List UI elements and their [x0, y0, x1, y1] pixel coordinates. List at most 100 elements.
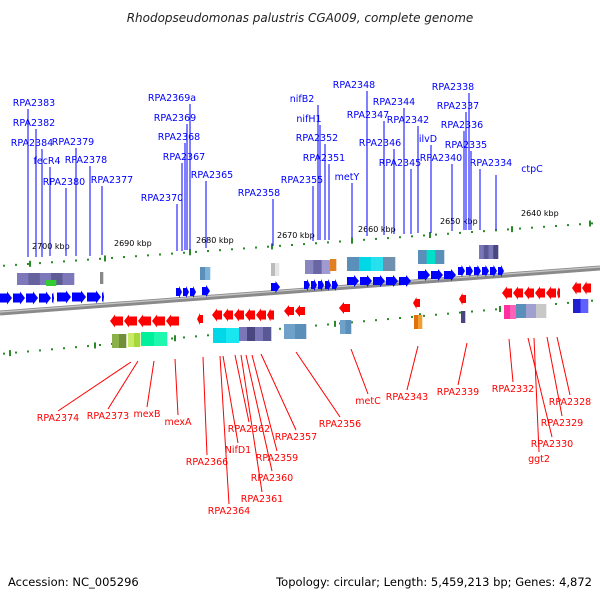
tick-dot	[171, 252, 173, 255]
forward-gene-arrow	[490, 265, 497, 277]
forward-gene-label: RPA2347	[347, 110, 389, 121]
reverse-feature-block	[580, 299, 589, 313]
forward-gene-arrow	[176, 286, 182, 298]
tick-dot	[315, 324, 317, 327]
reverse-gene-label: mexA	[164, 417, 192, 428]
forward-gene-label: RPA2340	[420, 153, 462, 164]
forward-gene-label: RPA2369	[154, 113, 196, 124]
forward-gene-arrow	[311, 279, 317, 291]
forward-gene-label: RPA2344	[373, 97, 415, 108]
reverse-label-leader	[533, 337, 540, 453]
reverse-gene-arrow	[339, 302, 350, 314]
reverse-feature-block	[255, 327, 264, 341]
reverse-label-leader	[406, 345, 419, 391]
forward-feature-block	[62, 273, 75, 285]
reverse-gene-arrow	[152, 314, 165, 328]
forward-gene-arrow	[444, 269, 456, 281]
reverse-gene-arrow	[572, 281, 581, 295]
forward-feature-block	[313, 260, 322, 274]
forward-feature-block	[51, 273, 63, 285]
forward-gene-arrow	[332, 279, 338, 291]
forward-feature-block	[347, 257, 360, 271]
forward-feature-block	[383, 257, 396, 271]
forward-feature-block	[488, 245, 494, 259]
reverse-gene-label: RPA2364	[208, 506, 250, 517]
reverse-gene-arrow	[138, 314, 151, 328]
tick-dot	[459, 311, 461, 314]
reverse-gene-arrow	[166, 314, 179, 328]
reverse-label-leader	[219, 355, 230, 505]
tick-dot	[567, 301, 569, 304]
reverse-gene-label: RPA2339	[437, 387, 479, 398]
kbp-label: 2640 kbp	[521, 209, 559, 218]
reverse-feature-block	[284, 324, 296, 339]
forward-gene-arrow	[466, 265, 473, 277]
tick-dot	[471, 310, 473, 313]
reverse-gene-label: RPA2373	[87, 411, 129, 422]
tick-dot	[39, 349, 41, 352]
kbp-label: 2690 kbp	[114, 239, 152, 248]
reverse-gene-label: RPA2366	[186, 457, 228, 468]
tick-dot	[291, 243, 293, 246]
reverse-feature-block	[226, 328, 240, 343]
forward-gene-arrow	[474, 265, 481, 277]
tick-dot	[279, 327, 281, 330]
forward-gene-arrow	[0, 291, 12, 305]
reverse-gene-arrow	[245, 308, 255, 322]
tick-dot	[303, 243, 305, 246]
tick-dot	[171, 337, 173, 340]
tick-dot	[315, 242, 317, 245]
tick-dot	[531, 226, 533, 229]
reverse-feature-block	[247, 327, 256, 341]
forward-gene-arrow	[431, 269, 443, 281]
kbp-label: 2660 kbp	[358, 225, 396, 234]
forward-gene-arrow	[52, 291, 54, 305]
forward-gene-label: RPA2370	[141, 193, 183, 204]
tick-dot	[387, 237, 389, 240]
reverse-gene-label: RPA2330	[531, 439, 573, 450]
reverse-label-leader	[234, 354, 250, 423]
tick-dot	[399, 317, 401, 319]
reverse-gene-arrow	[524, 286, 534, 300]
forward-gene-label: RPA2351	[303, 153, 345, 164]
forward-gene-arrow	[26, 291, 38, 305]
reverse-feature-block	[263, 327, 272, 341]
reverse-gene-arrow	[535, 286, 545, 300]
reverse-feature-block	[414, 315, 419, 329]
forward-gene-arrow	[386, 275, 398, 287]
reverse-gene-label: ggt2	[528, 454, 550, 465]
genome-backbone	[0, 265, 600, 316]
reverse-feature-block	[536, 304, 547, 318]
reverse-label-leader	[222, 355, 239, 444]
forward-feature-block	[321, 260, 331, 274]
tick-dot	[471, 231, 473, 234]
reverse-feature-block	[141, 332, 155, 346]
forward-gene-arrow	[183, 286, 189, 298]
tick-major	[271, 243, 273, 250]
reverse-gene-arrow	[212, 308, 222, 322]
reverse-gene-label: RPA2343	[386, 392, 428, 403]
tick-dot	[63, 260, 65, 263]
tick-dot	[135, 255, 137, 258]
tick-dot	[483, 230, 485, 233]
forward-gene-arrow	[347, 275, 359, 287]
reverse-feature-block	[340, 320, 346, 334]
forward-gene-arrow	[13, 291, 25, 305]
reverse-feature-block	[573, 299, 581, 313]
reverse-feature-block	[504, 305, 511, 319]
reverse-feature-block	[418, 315, 423, 329]
forward-feature-block	[330, 259, 337, 271]
reverse-feature-block	[213, 328, 227, 343]
reverse-gene-arrow	[267, 308, 274, 322]
forward-gene-arrow	[482, 265, 489, 277]
forward-gene-label: RPA2335	[445, 140, 487, 151]
reverse-gene-label: RPA2362	[228, 424, 270, 435]
reverse-label-leader	[295, 351, 341, 418]
forward-gene-label: RPA2367	[163, 152, 205, 163]
tick-dot	[375, 237, 377, 240]
forward-feature-block	[426, 250, 436, 264]
forward-feature-block	[205, 267, 211, 280]
tick-dot	[579, 223, 581, 226]
